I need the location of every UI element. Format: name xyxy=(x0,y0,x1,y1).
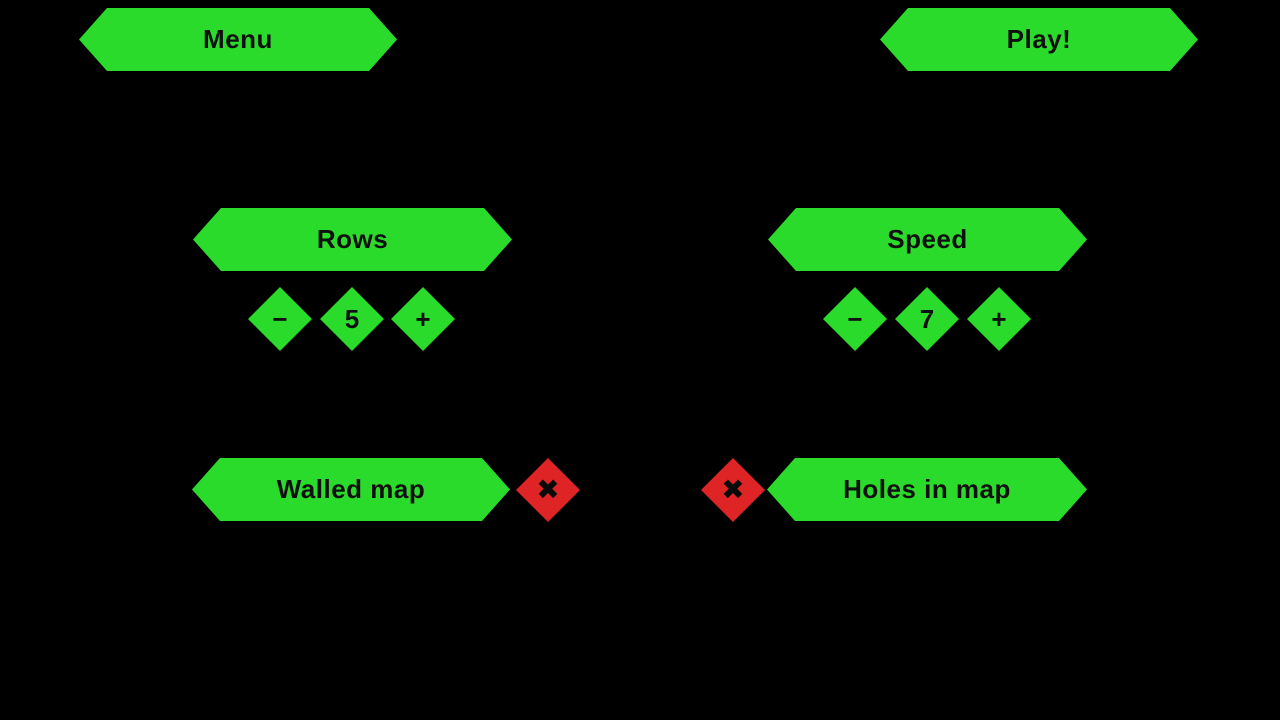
cross-icon: ✖ xyxy=(721,473,745,506)
plus-icon: + xyxy=(991,303,1007,334)
rows-setting-label: Rows xyxy=(316,224,389,254)
rows-setting-header: Rows xyxy=(193,208,512,271)
rows-value: 5 xyxy=(320,287,384,351)
minus-icon: − xyxy=(847,303,863,334)
menu-button-label: Menu xyxy=(203,24,273,54)
walled-map-button[interactable]: Walled map xyxy=(192,458,510,521)
rows-decrement-button[interactable]: − xyxy=(248,287,312,351)
holes-in-map-label: Holes in map xyxy=(843,474,1011,504)
rows-increment-button[interactable]: + xyxy=(391,287,455,351)
plus-icon: + xyxy=(415,303,431,334)
holes-in-map-toggle[interactable]: ✖ xyxy=(701,458,765,522)
holes-in-map-button[interactable]: Holes in map xyxy=(767,458,1087,521)
walled-map-toggle[interactable]: ✖ xyxy=(516,458,580,522)
play-button-label: Play! xyxy=(1006,24,1072,54)
speed-value-text: 7 xyxy=(919,303,935,334)
speed-value: 7 xyxy=(895,287,959,351)
speed-increment-button[interactable]: + xyxy=(967,287,1031,351)
play-button[interactable]: Play! xyxy=(880,8,1198,71)
speed-decrement-button[interactable]: − xyxy=(823,287,887,351)
speed-setting-label: Speed xyxy=(887,224,968,254)
walled-map-label: Walled map xyxy=(276,474,426,504)
minus-icon: − xyxy=(272,303,288,334)
speed-setting-header: Speed xyxy=(768,208,1087,271)
rows-value-text: 5 xyxy=(344,303,360,334)
cross-icon: ✖ xyxy=(536,473,560,506)
menu-button[interactable]: Menu xyxy=(79,8,397,71)
